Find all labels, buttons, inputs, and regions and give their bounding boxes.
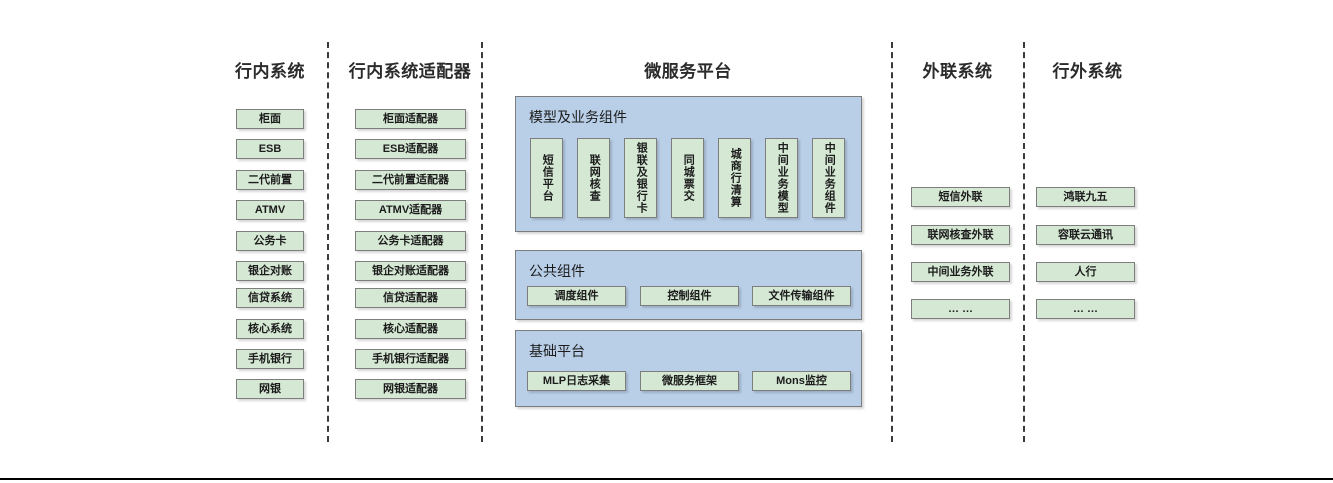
node-public-component[interactable]: 调度组件 xyxy=(527,286,626,306)
column-divider-2 xyxy=(481,42,483,442)
node-in-bank-adapter[interactable]: 柜面适配器 xyxy=(355,109,466,129)
column-divider-4 xyxy=(1023,42,1025,442)
column-title-out-bank-systems: 行外系统 xyxy=(1052,62,1123,81)
node-model-component[interactable]: 联网核查 xyxy=(577,138,610,218)
node-in-bank-system[interactable]: 二代前置 xyxy=(236,170,304,190)
node-in-bank-adapter[interactable]: 网银适配器 xyxy=(355,379,466,399)
node-in-bank-adapter[interactable]: 二代前置适配器 xyxy=(355,170,466,190)
column-title-external-link-systems: 外联系统 xyxy=(922,62,993,81)
node-public-component[interactable]: 文件传输组件 xyxy=(752,286,851,306)
panel-label-base-platform: 基础平台 xyxy=(529,343,585,359)
node-in-bank-system[interactable]: ESB xyxy=(236,139,304,159)
node-in-bank-system[interactable]: 核心系统 xyxy=(236,319,304,339)
column-title-microservice-platform: 微服务平台 xyxy=(644,62,732,81)
node-model-component-label: 中间业务组件 xyxy=(823,142,836,214)
node-external-link-system[interactable]: 中间业务外联 xyxy=(911,262,1010,282)
node-external-link-system[interactable]: 短信外联 xyxy=(911,187,1010,207)
node-external-link-system[interactable]: 联网核查外联 xyxy=(911,225,1010,245)
node-external-link-system[interactable]: … … xyxy=(911,299,1010,319)
node-model-component[interactable]: 短信平台 xyxy=(530,138,563,218)
node-in-bank-adapter[interactable]: 信贷适配器 xyxy=(355,288,466,308)
node-in-bank-system[interactable]: 银企对账 xyxy=(236,261,304,281)
node-out-bank-system[interactable]: 容联云通讯 xyxy=(1036,225,1135,245)
node-base-platform-component[interactable]: Mons监控 xyxy=(752,371,851,391)
node-in-bank-system[interactable]: 信贷系统 xyxy=(236,288,304,308)
node-in-bank-system[interactable]: 网银 xyxy=(236,379,304,399)
column-divider-3 xyxy=(891,42,893,442)
node-in-bank-system[interactable]: 手机银行 xyxy=(236,349,304,369)
column-title-in-bank-adapters: 行内系统适配器 xyxy=(348,62,472,81)
page-bottom-rule xyxy=(0,478,1333,480)
node-model-component-label: 同城票交 xyxy=(682,154,695,202)
node-model-component-label: 银联及银行卡 xyxy=(635,142,648,214)
panel-label-model-and-business-components: 模型及业务组件 xyxy=(529,109,627,125)
node-in-bank-adapter[interactable]: ESB适配器 xyxy=(355,139,466,159)
column-divider-1 xyxy=(327,42,329,442)
node-model-component-label: 城商行清算 xyxy=(729,148,742,208)
node-in-bank-adapter[interactable]: ATMV适配器 xyxy=(355,200,466,220)
panel-base-platform: 基础平台 xyxy=(515,330,862,407)
node-in-bank-adapter[interactable]: 核心适配器 xyxy=(355,319,466,339)
node-in-bank-adapter[interactable]: 手机银行适配器 xyxy=(355,349,466,369)
node-in-bank-adapter[interactable]: 公务卡适配器 xyxy=(355,231,466,251)
node-out-bank-system[interactable]: 人行 xyxy=(1036,262,1135,282)
node-model-component[interactable]: 城商行清算 xyxy=(718,138,751,218)
node-base-platform-component[interactable]: 微服务框架 xyxy=(640,371,739,391)
node-model-component-label: 短信平台 xyxy=(541,154,554,202)
node-in-bank-system[interactable]: 柜面 xyxy=(236,109,304,129)
node-out-bank-system[interactable]: … … xyxy=(1036,299,1135,319)
node-in-bank-adapter[interactable]: 银企对账适配器 xyxy=(355,261,466,281)
node-public-component[interactable]: 控制组件 xyxy=(640,286,739,306)
node-model-component[interactable]: 同城票交 xyxy=(671,138,704,218)
column-title-in-bank-systems: 行内系统 xyxy=(235,62,305,81)
node-model-component[interactable]: 银联及银行卡 xyxy=(624,138,657,218)
node-base-platform-component[interactable]: MLP日志采集 xyxy=(527,371,626,391)
node-in-bank-system[interactable]: 公务卡 xyxy=(236,231,304,251)
node-out-bank-system[interactable]: 鸿联九五 xyxy=(1036,187,1135,207)
node-model-component[interactable]: 中间业务组件 xyxy=(812,138,845,218)
node-model-component-label: 中间业务模型 xyxy=(776,142,789,214)
node-in-bank-system[interactable]: ATMV xyxy=(236,200,304,220)
node-model-component[interactable]: 中间业务模型 xyxy=(765,138,798,218)
panel-public-components: 公共组件 xyxy=(515,250,862,320)
node-model-component-label: 联网核查 xyxy=(588,154,601,202)
panel-label-public-components: 公共组件 xyxy=(529,263,585,279)
